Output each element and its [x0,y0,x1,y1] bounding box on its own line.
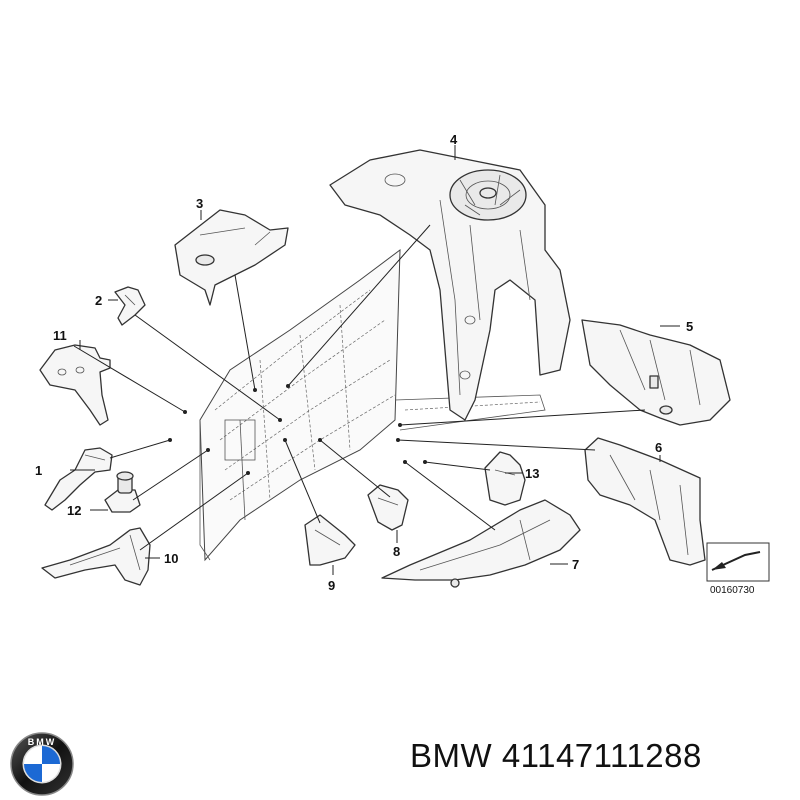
callout-labels: 1 2 3 4 5 6 7 8 9 10 11 12 13 00160730 [35,132,755,596]
part-13-bracket [484,451,526,506]
part-10-bracket [41,527,151,586]
callout-6: 6 [655,440,662,455]
reference-arrow-box [706,542,770,582]
callout-12: 12 [67,503,81,518]
callout-13: 13 [525,466,539,481]
callout-3: 3 [196,196,203,211]
part-5-panel [581,319,731,426]
brand-part-number: BMW 41147111288 [410,737,702,775]
callout-8: 8 [393,544,400,559]
callout-10: 10 [164,551,178,566]
part-number: 41147111288 [501,737,702,774]
logo-lettering: BMW [28,737,57,747]
callout-11: 11 [53,328,67,343]
callout-9: 9 [328,578,335,593]
callout-7: 7 [572,557,579,572]
part-6-panel [584,437,706,566]
brand-name: BMW [410,737,493,774]
part-7-rail [381,499,581,588]
part-11-bracket [39,344,111,426]
part-3-bracket [174,209,289,306]
leader-lines [70,145,680,575]
part-4-strut-tower [329,149,571,421]
part-8-panel [367,484,409,531]
bmw-logo: BMW [10,732,74,796]
callout-5: 5 [686,319,693,334]
part-9-panel [304,514,356,566]
callout-4: 4 [450,132,458,147]
callout-2: 2 [95,293,102,308]
part-12-mount [104,471,141,513]
part-1-bracket [44,447,113,511]
reference-code: 00160730 [710,585,755,596]
callout-1: 1 [35,463,42,478]
